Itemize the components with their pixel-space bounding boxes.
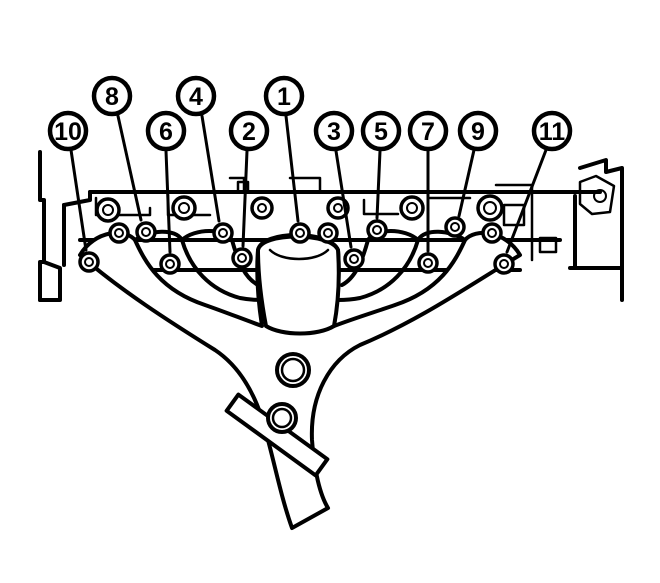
callout-5: 5 <box>360 110 402 152</box>
callout-number-2: 2 <box>242 118 256 146</box>
manifold-stud-1 <box>108 222 130 244</box>
callout-11: 11 <box>531 110 573 152</box>
callout-leader-3 <box>334 149 353 249</box>
manifold-bolt-1 <box>289 222 311 244</box>
callout-circle-6 <box>145 110 187 152</box>
callout-number-5: 5 <box>374 118 388 146</box>
callout-number-7: 7 <box>421 118 435 146</box>
manifold-bolts <box>78 216 515 275</box>
callout-4: 4 <box>175 75 217 117</box>
callout-number-4: 4 <box>189 83 203 111</box>
callout-leader-1 <box>284 114 300 223</box>
callout-circle-3 <box>313 110 355 152</box>
callout-6: 6 <box>145 110 187 152</box>
manifold-stud-3 <box>481 222 503 244</box>
callout-leader-2 <box>241 149 249 248</box>
manifold-bolt-2 <box>231 247 253 269</box>
manifold-bolt-7 <box>417 252 439 274</box>
callout-circle-7 <box>407 110 449 152</box>
callout-2: 2 <box>228 110 270 152</box>
callout-number-11: 11 <box>539 118 566 146</box>
callout-8: 8 <box>91 75 133 117</box>
callout-10: 10 <box>47 110 89 152</box>
manifold-bolt-6 <box>159 253 181 275</box>
callout-circle-4 <box>175 75 217 117</box>
cylinder-head-bosses <box>95 194 504 223</box>
callout-circle-2 <box>228 110 270 152</box>
callout-number-10: 10 <box>54 118 82 146</box>
callout-circle-1 <box>263 75 305 117</box>
callout-leader-4 <box>200 114 221 223</box>
callout-number-8: 8 <box>105 83 119 111</box>
callout-leader-5 <box>375 149 382 220</box>
manifold-bolt-5 <box>366 219 388 241</box>
manifold-center-holes <box>266 352 311 434</box>
callout-circle-8 <box>91 75 133 117</box>
manifold-stud-2 <box>317 222 339 244</box>
callout-leader-10 <box>69 148 88 252</box>
manifold-bolt-11 <box>493 253 515 275</box>
callout-7: 7 <box>407 110 449 152</box>
callout-number-9: 9 <box>471 118 485 146</box>
manifold-bolt-9 <box>444 216 466 238</box>
callout-leader-6 <box>164 149 172 254</box>
callout-number-6: 6 <box>159 118 173 146</box>
manifold-bolt-3 <box>343 248 365 270</box>
callout-1: 1 <box>263 75 305 117</box>
callout-3: 3 <box>313 110 355 152</box>
callout-9: 9 <box>457 110 499 152</box>
manifold-bolt-8 <box>135 221 157 243</box>
callout-circle-9 <box>457 110 499 152</box>
callout-leader-8 <box>116 114 143 222</box>
callout-circle-5 <box>360 110 402 152</box>
callout-number-1: 1 <box>277 83 291 111</box>
callout-circle-11 <box>531 110 573 152</box>
manifold-bolt-4 <box>212 222 234 244</box>
callout-leader-11 <box>505 148 548 254</box>
manifold-bolt-10 <box>78 251 100 273</box>
callout-number-3: 3 <box>327 118 341 146</box>
callout-leader-9 <box>457 148 476 218</box>
callout-circle-10 <box>47 110 89 152</box>
callout-labels: 10 8 64 21 3 5 7 9 11 <box>47 75 573 152</box>
callout-leader-lines <box>69 114 548 254</box>
